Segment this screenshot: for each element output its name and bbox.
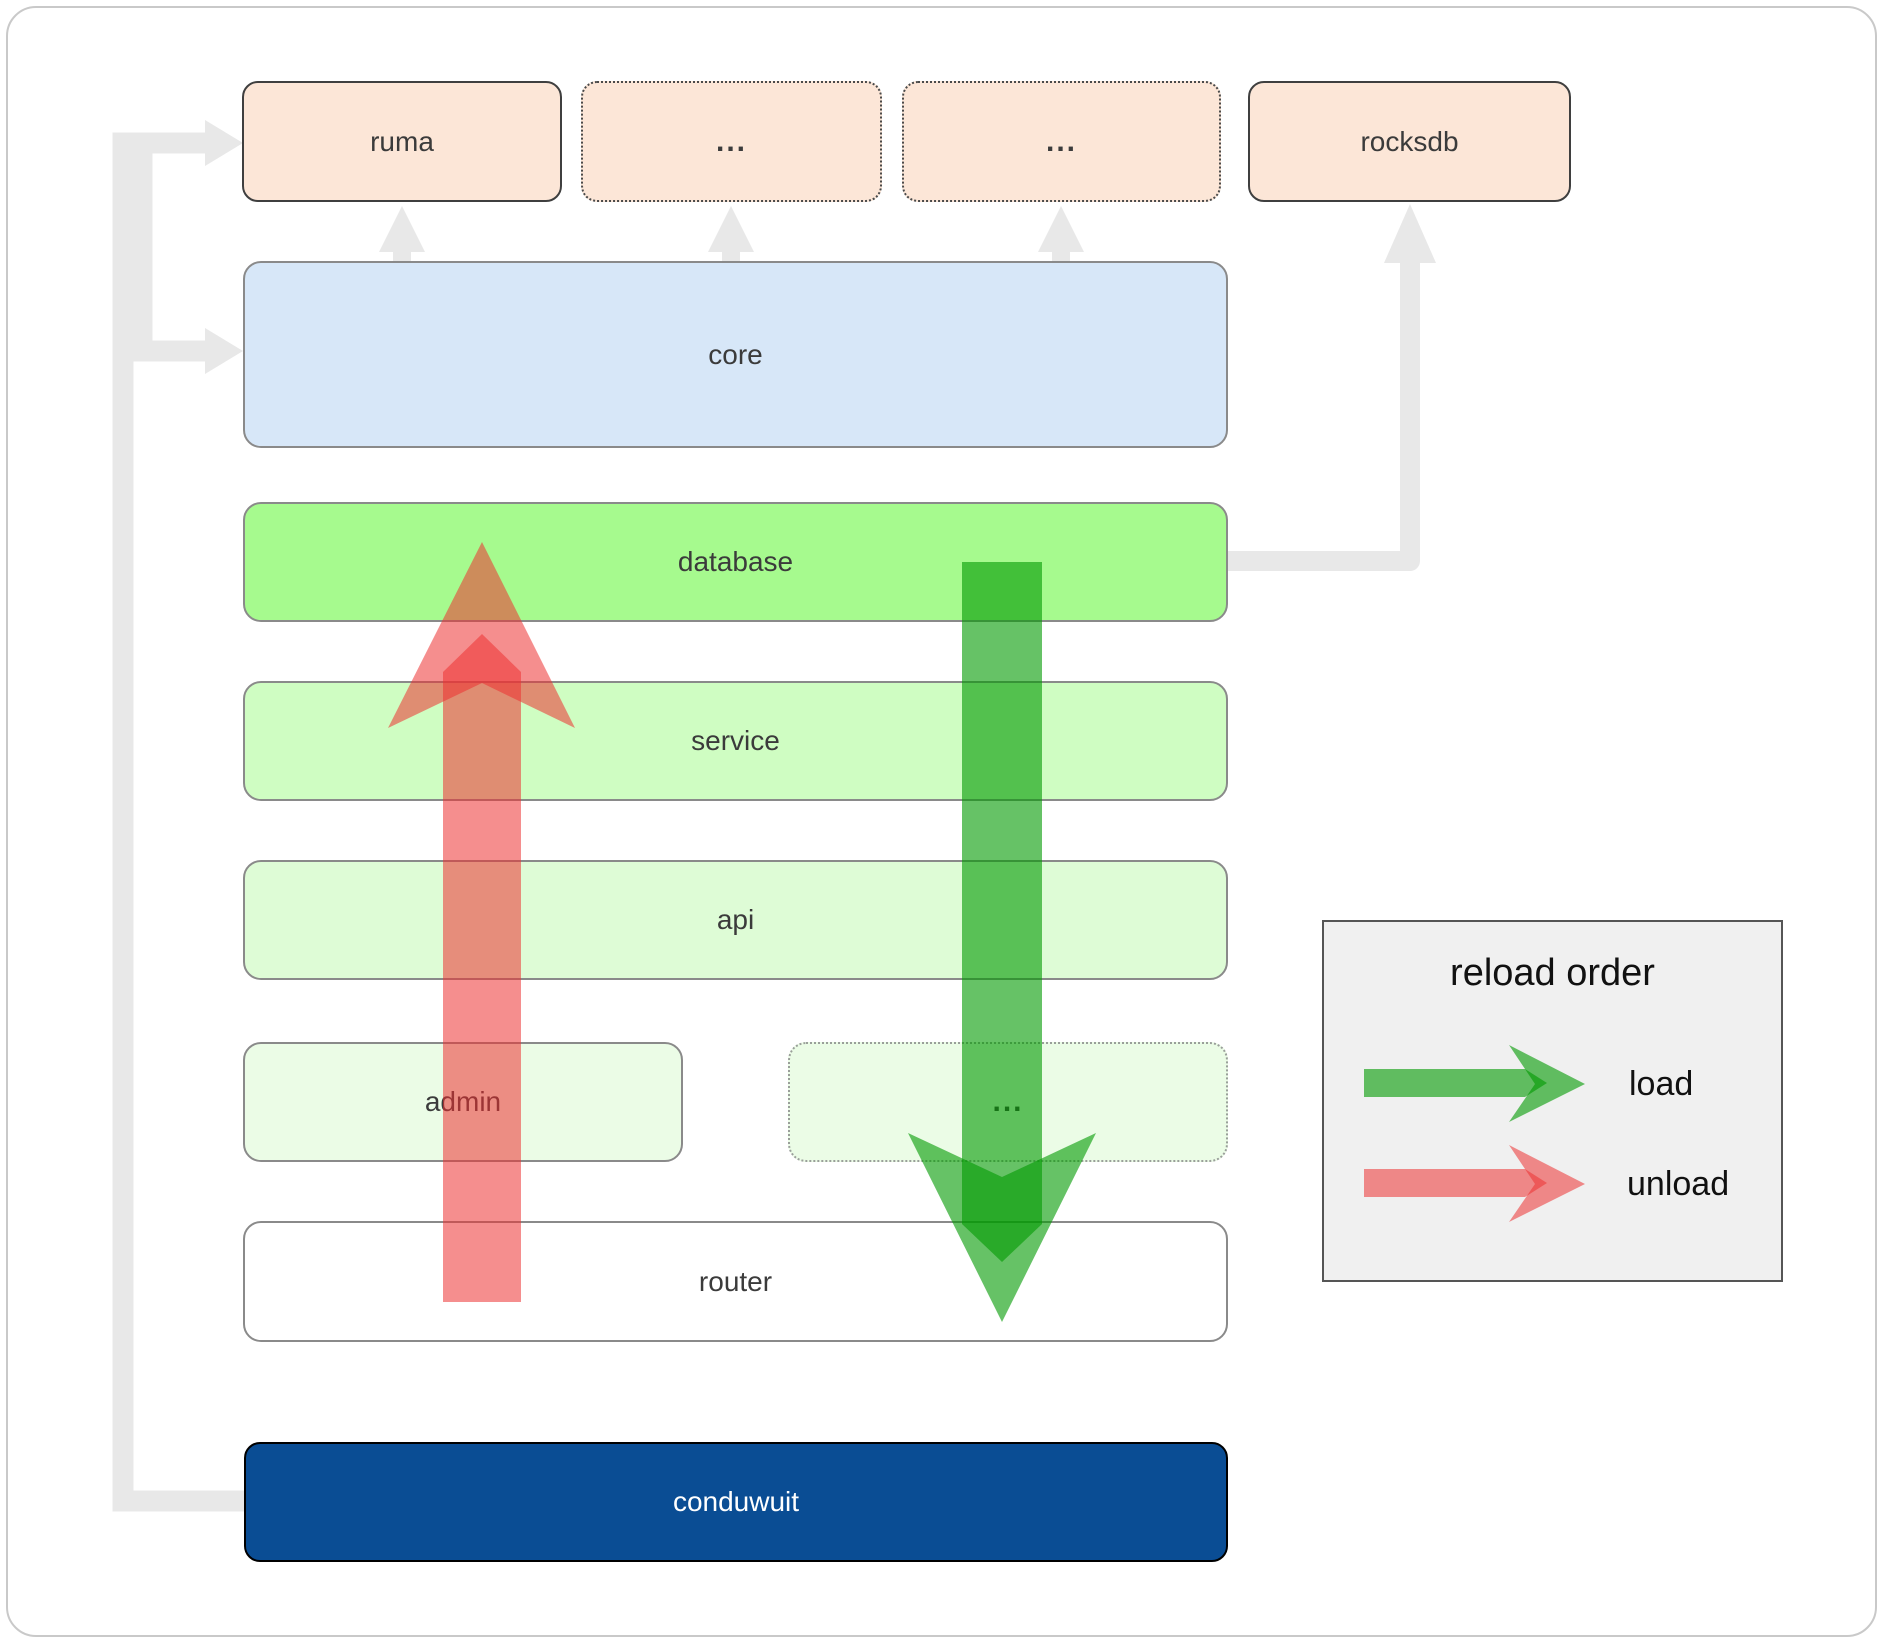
node-rocksdb-label: rocksdb [1360,125,1459,157]
legend-load-label: load [1629,1065,1694,1103]
node-rocksdb: rocksdb [1248,81,1571,202]
node-service: service [243,681,1228,801]
node-core: core [243,261,1228,448]
node-top-mid-right: ... [902,81,1221,202]
node-conduwuit: conduwuit [244,1442,1228,1562]
node-router-label: router [698,1265,773,1297]
legend-title: reload order [1450,952,1655,994]
node-ruma: ruma [242,81,562,202]
node-router: router [243,1221,1228,1342]
node-api: api [243,860,1228,980]
node-service-label: service [691,725,780,756]
legend: reload order load unload [1322,920,1783,1282]
node-top-mid-right-label: ... [1045,124,1077,158]
legend-unload-label: unload [1627,1165,1730,1203]
outer-frame [6,6,1877,1637]
node-database-label: database [677,546,794,577]
node-api-label: api [716,904,755,935]
node-admin: admin [243,1042,683,1162]
node-conduwuit-label: conduwuit [672,1486,800,1517]
node-top-mid-left: ... [581,81,882,202]
node-service-more: ... [788,1042,1228,1162]
legend-unload-arrow-icon [1364,1145,1585,1222]
node-ruma-label: ruma [370,125,434,157]
node-core-label: core [708,338,763,370]
legend-load-arrow-icon [1364,1045,1585,1122]
node-service-more-label: ... [992,1085,1024,1118]
node-database: database [243,502,1228,622]
legend-arrows [1364,1045,1585,1222]
node-top-mid-left-label: ... [715,124,747,158]
node-admin-label: admin [424,1086,502,1117]
